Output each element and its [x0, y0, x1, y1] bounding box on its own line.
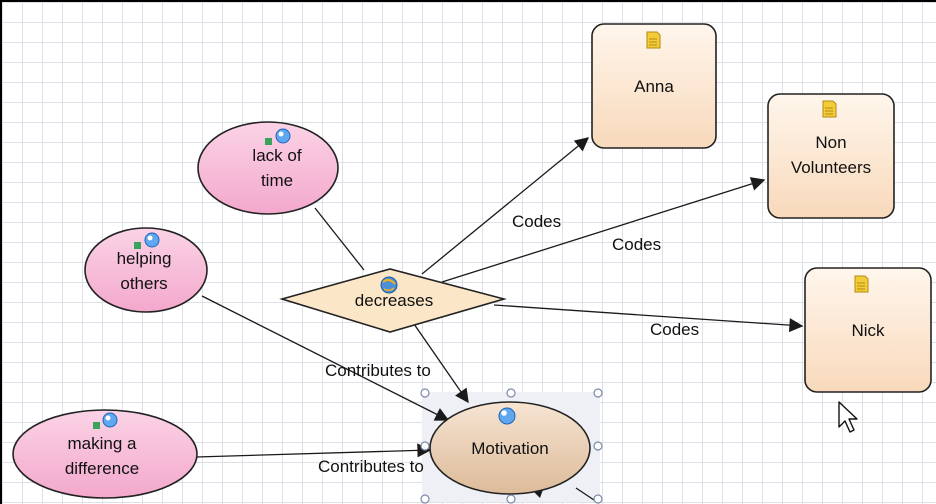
- code-bubble-icon: [265, 128, 291, 145]
- code-node-making-a-difference[interactable]: making a difference: [12, 409, 198, 499]
- document-node-anna[interactable]: Anna: [591, 23, 717, 149]
- resize-handle[interactable]: [593, 388, 603, 398]
- document-node-non-volunteers[interactable]: Non Volunteers: [767, 93, 895, 219]
- edge-codes-anna[interactable]: [421, 137, 590, 275]
- mouse-pointer-icon: [838, 401, 858, 433]
- resize-handle[interactable]: [506, 494, 516, 504]
- edge-label-codes-anna: Codes: [512, 212, 561, 231]
- edge-codes-non-volunteers[interactable]: [441, 177, 766, 283]
- code-node-lack-of-time[interactable]: lack of time: [197, 121, 339, 215]
- selection-handles[interactable]: [420, 388, 603, 504]
- edge-label-codes-non-volunteers: Codes: [612, 235, 661, 254]
- code-label-line-1: making a: [68, 434, 138, 453]
- resize-handle[interactable]: [420, 494, 430, 504]
- relation-node-decreases[interactable]: decreases: [279, 268, 508, 333]
- edge-label-contributes-helping: Contributes to: [325, 361, 431, 380]
- edge-lack-of-time-decreases[interactable]: [314, 207, 365, 271]
- resize-handle[interactable]: [420, 441, 430, 451]
- code-label-line-2: difference: [65, 459, 139, 478]
- document-label: Nick: [851, 321, 885, 340]
- resize-handle[interactable]: [593, 494, 603, 504]
- code-bubble-icon: [498, 407, 516, 425]
- relation-label: decreases: [355, 291, 433, 310]
- document-label-line-2: Volunteers: [791, 158, 871, 177]
- document-icon: [822, 100, 837, 118]
- globe-icon: [380, 276, 398, 294]
- resize-handle[interactable]: [506, 388, 516, 398]
- code-label-line-2: time: [261, 171, 293, 190]
- edge-label-codes-nick: Codes: [650, 320, 699, 339]
- edge-decreases-motivation[interactable]: [413, 323, 469, 404]
- code-node-helping-others[interactable]: helping others: [84, 227, 208, 313]
- code-bubble-icon: [93, 412, 118, 429]
- document-label: Anna: [634, 77, 674, 96]
- resize-handle[interactable]: [593, 441, 603, 451]
- code-label-line-1: helping: [117, 249, 172, 268]
- document-node-nick[interactable]: Nick: [804, 267, 932, 393]
- resize-handle[interactable]: [420, 388, 430, 398]
- edge-label-contributes-making: Contributes to: [318, 457, 424, 476]
- edge-contributes-helping[interactable]: [201, 295, 450, 421]
- code-label: Motivation: [471, 439, 548, 458]
- edge-contributes-making[interactable]: [195, 443, 432, 458]
- document-icon: [646, 31, 661, 49]
- code-label-line-2: others: [120, 274, 167, 293]
- code-bubble-icon: [134, 232, 160, 249]
- document-icon: [854, 275, 869, 293]
- edge-codes-nick[interactable]: [493, 304, 804, 333]
- code-node-motivation[interactable]: Motivation: [429, 401, 591, 495]
- code-label-line-1: lack of: [252, 146, 301, 165]
- document-label-line-1: Non: [815, 133, 846, 152]
